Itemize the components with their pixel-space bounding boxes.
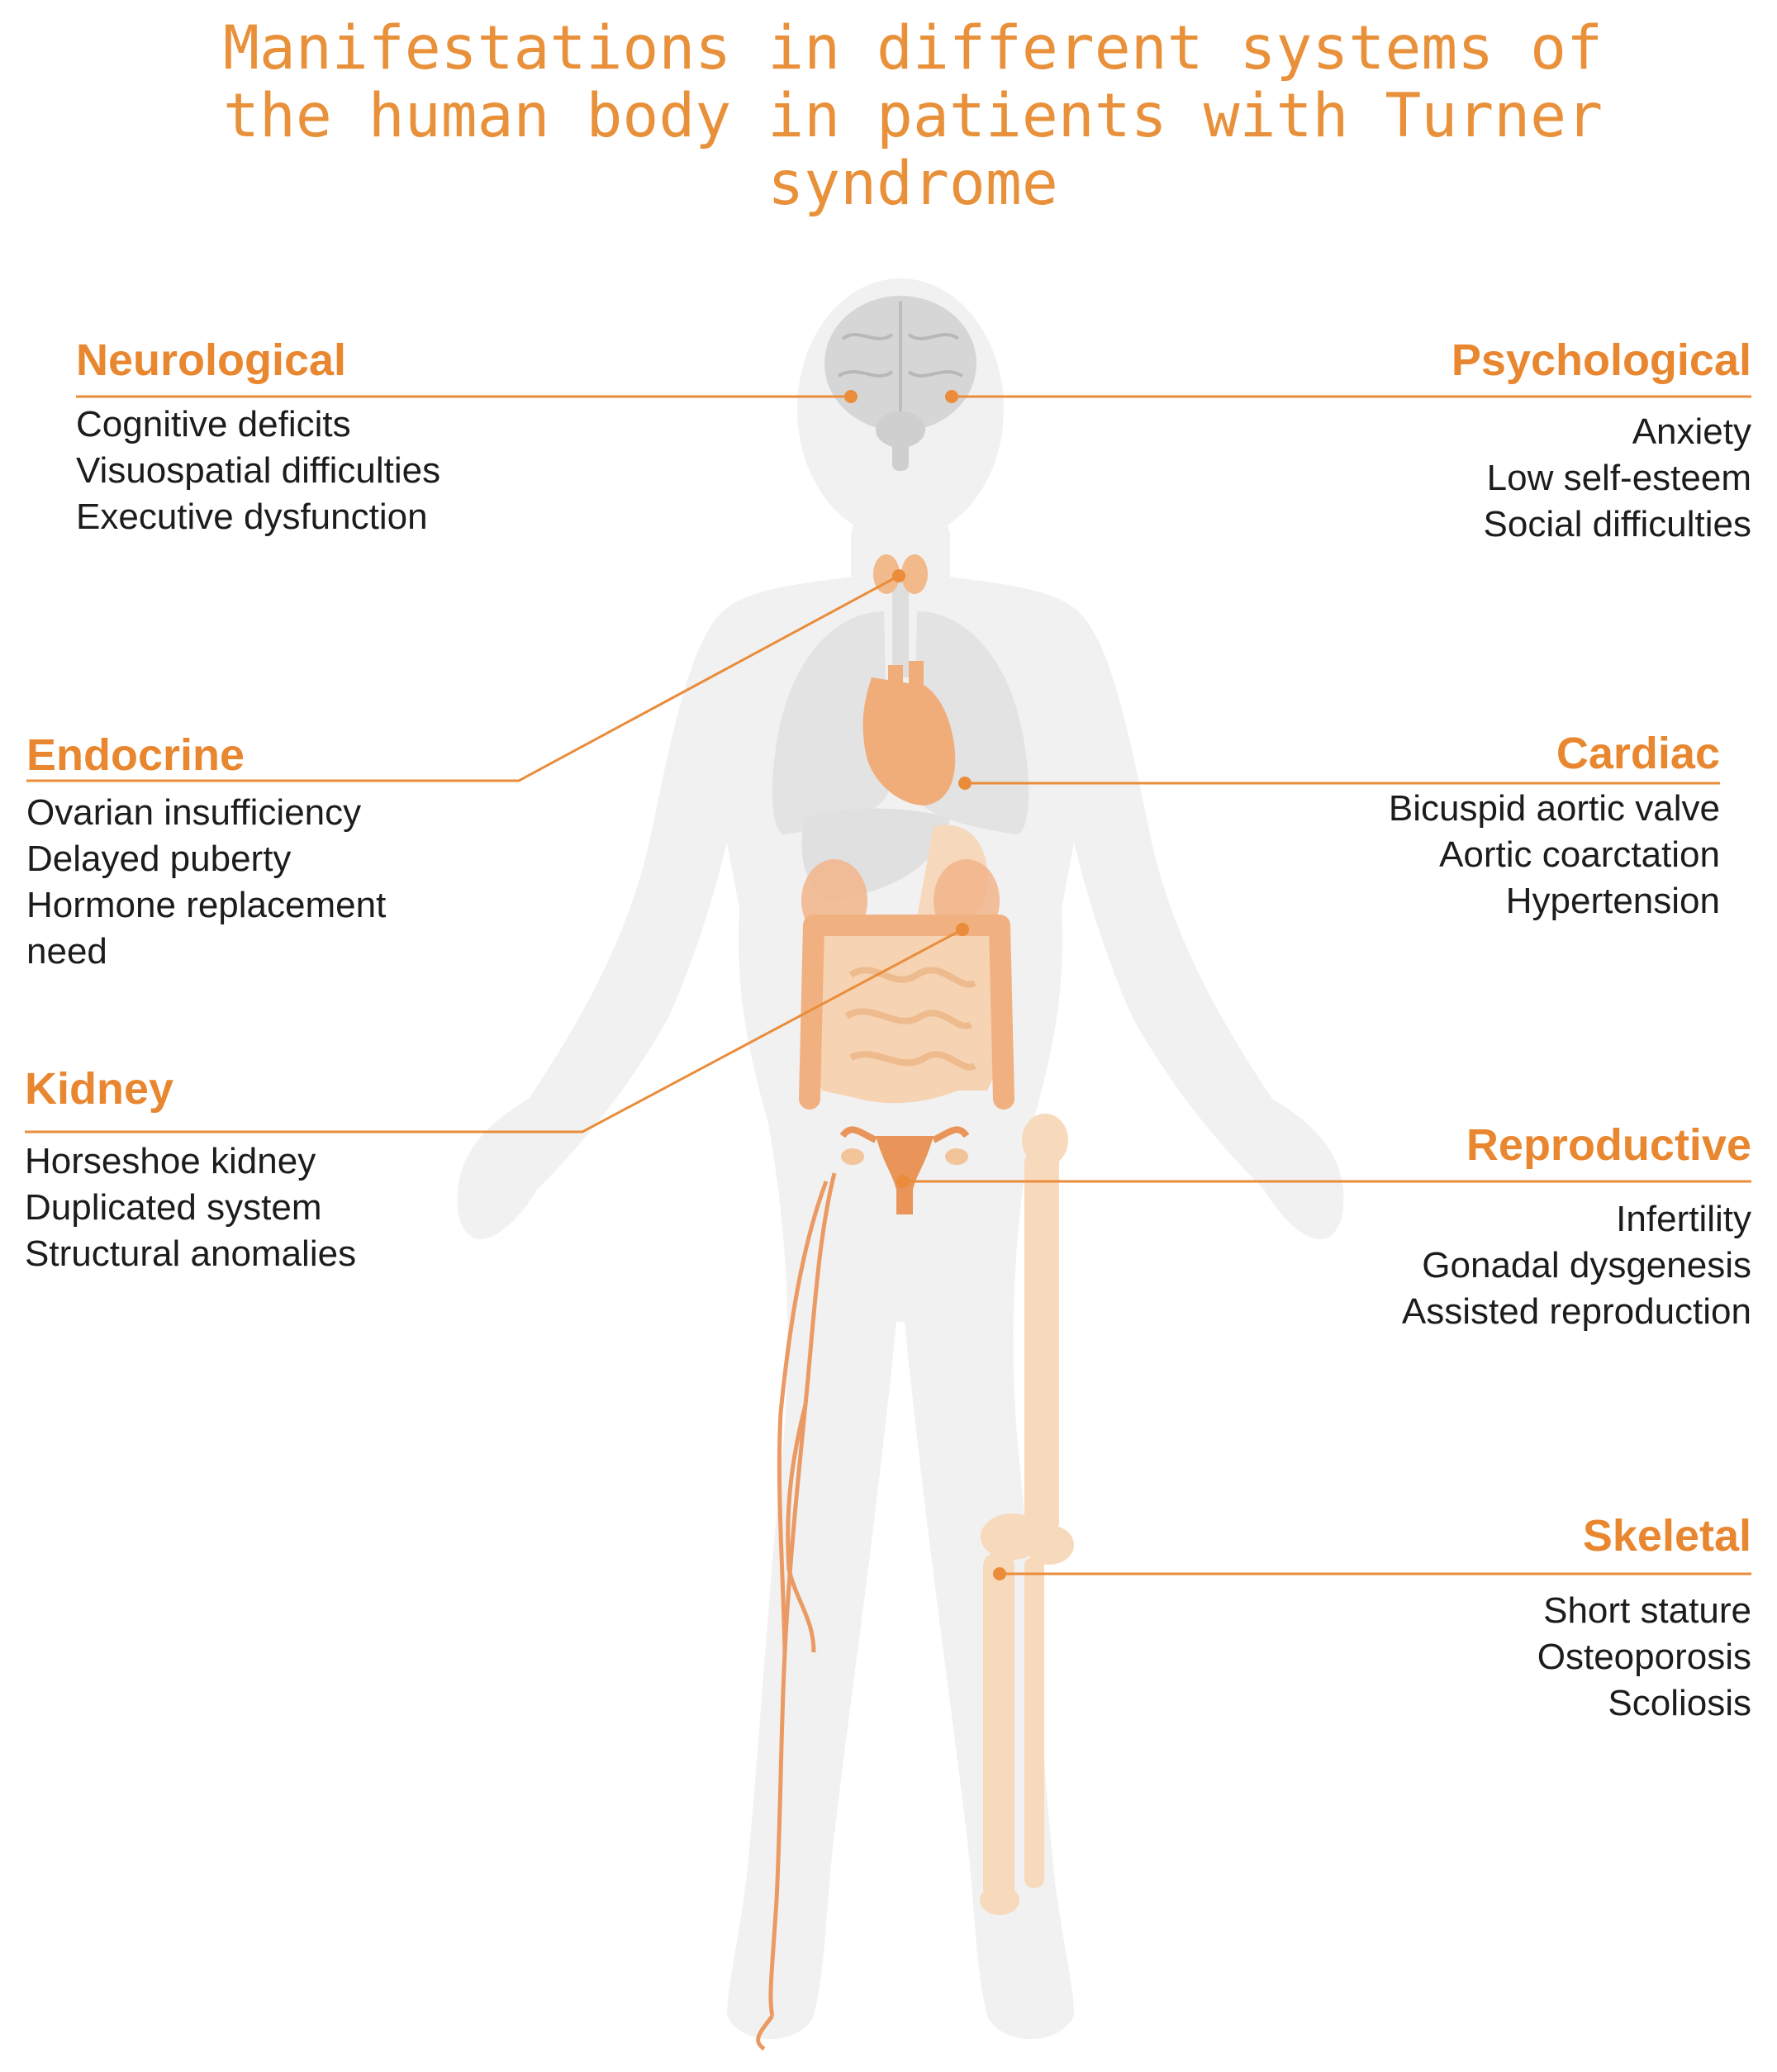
list-item: Scoliosis [1608, 1683, 1751, 1723]
list-item: Assisted reproduction [1401, 1291, 1751, 1332]
heart-icon [862, 661, 956, 806]
connector-dots [844, 390, 1006, 1580]
list-item: Anxiety [1632, 411, 1751, 452]
title-line-1: Manifestations in different systems of [222, 13, 1604, 83]
section-psychological: Psychological Anxiety Low self-esteem So… [1452, 334, 1751, 548]
dot-endocrine [892, 569, 905, 582]
list-item: Infertility [1616, 1199, 1751, 1239]
section-heading: Skeletal [1582, 1511, 1751, 1561]
list-item: Bicuspid aortic valve [1388, 788, 1720, 829]
vein-icon [756, 1172, 837, 2051]
section-items: Infertility Gonadal dysgenesis Assisted … [1402, 1196, 1751, 1335]
title-line-3: syndrome [767, 149, 1058, 219]
section-items: Short stature Osteoporosis Scoliosis [1537, 1588, 1751, 1727]
section-items: Bicuspid aortic valve Aortic coarctation… [1389, 786, 1720, 924]
section-skeletal: Skeletal Short stature Osteoporosis Scol… [1537, 1509, 1751, 1727]
title-line-2: the human body in patients with Turner [222, 81, 1604, 151]
bone-icon [980, 1114, 1074, 1915]
list-item: Gonadal dysgenesis [1422, 1245, 1751, 1285]
list-item: Delayed puberty [26, 839, 292, 879]
section-kidney: Kidney Horseshoe kidney Duplicated syste… [25, 1062, 356, 1277]
list-item: Duplicated system [25, 1187, 322, 1228]
dot-cardiac [958, 777, 972, 790]
list-item: Hormone replacement [26, 885, 387, 925]
section-heading: Neurological [76, 335, 347, 385]
section-neurological: Neurological Cognitive deficits Visuospa… [76, 334, 440, 540]
connector-endocrine [26, 574, 900, 782]
list-item: Cognitive deficits [76, 404, 351, 444]
section-endocrine: Endocrine Ovarian insufficiency Delayed … [26, 729, 386, 975]
dot-reproductive [896, 1175, 910, 1188]
dot-skeletal [993, 1567, 1006, 1580]
list-item: Osteoporosis [1537, 1637, 1751, 1677]
diagram-title: Manifestations in different systems of t… [165, 15, 1661, 218]
section-items: Cognitive deficits Visuospatial difficul… [76, 402, 440, 540]
dot-psychological [945, 390, 958, 403]
connector-kidney [25, 928, 963, 1133]
list-item: Hypertension [1505, 881, 1720, 921]
section-items: Ovarian insufficiency Delayed puberty Ho… [26, 790, 386, 975]
list-item: Visuospatial difficulties [76, 450, 441, 491]
thyroid-icon [873, 554, 928, 594]
list-item: Aortic coarctation [1439, 834, 1720, 875]
section-heading: Kidney [25, 1064, 174, 1114]
section-heading: Reproductive [1466, 1120, 1751, 1170]
section-cardiac: Cardiac Bicuspid aortic valve Aortic coa… [1389, 727, 1720, 924]
list-item: Ovarian insufficiency [26, 792, 362, 833]
list-item: Short stature [1543, 1590, 1751, 1631]
list-item: Executive dysfunction [76, 497, 428, 537]
list-item: Horseshoe kidney [25, 1141, 316, 1181]
section-reproductive: Reproductive Infertility Gonadal dysgene… [1402, 1119, 1751, 1335]
dot-kidney [956, 923, 969, 936]
list-item: need [26, 931, 107, 972]
section-heading: Endocrine [26, 730, 245, 780]
section-items: Anxiety Low self-esteem Social difficult… [1452, 409, 1751, 548]
dot-neurological [844, 390, 858, 403]
brain-icon [824, 296, 976, 471]
list-item: Structural anomalies [25, 1233, 357, 1274]
list-item: Low self-esteem [1486, 458, 1751, 498]
intestine-icon [799, 859, 1014, 1110]
section-items: Horseshoe kidney Duplicated system Struc… [25, 1138, 356, 1277]
list-item: Social difficulties [1483, 504, 1751, 544]
section-heading: Cardiac [1556, 729, 1720, 778]
connector-lines [25, 395, 1751, 1575]
section-heading: Psychological [1451, 335, 1751, 385]
